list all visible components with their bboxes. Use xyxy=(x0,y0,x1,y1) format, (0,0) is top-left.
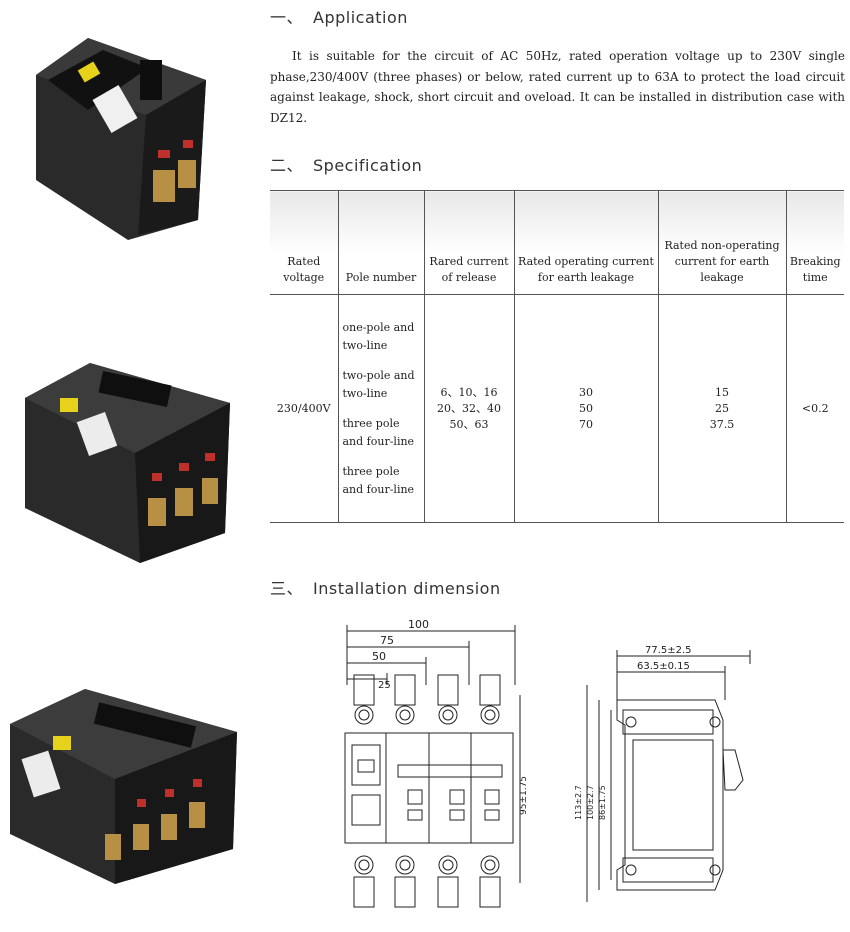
front-view-drawing: 100 75 50 25 95±1.75 xyxy=(344,618,529,908)
cell-breaking-time: <0.2 xyxy=(785,294,844,523)
dim-75: 75 xyxy=(380,634,394,647)
operating-current-value: 70 xyxy=(579,417,593,431)
side-view-drawing: 77.5±2.5 63.5±0.15 113±2.7 100±2.7 86±1.… xyxy=(575,645,751,902)
application-title: Application xyxy=(313,8,408,27)
pole-item: three pole and four-line xyxy=(342,416,415,448)
breaker-photo-2-pole xyxy=(36,38,206,240)
breaker-photo-4-pole xyxy=(10,689,237,884)
current-release-value: 6、10、16 xyxy=(440,385,498,399)
table-row: 230/400V one-pole and two-line two-pole … xyxy=(270,294,844,523)
pole-item: one-pole and two-line xyxy=(342,320,415,352)
cell-poles: one-pole and two-line two-pole and two-l… xyxy=(337,294,425,523)
installation-heading: 三、 Installation dimension xyxy=(270,575,501,599)
dim-25: 25 xyxy=(378,680,391,691)
non-operating-current-value: 25 xyxy=(715,401,729,415)
non-operating-current-value: 37.5 xyxy=(709,417,735,431)
current-release-value: 50、63 xyxy=(449,417,489,431)
installation-number: 三、 xyxy=(270,579,304,598)
specification-heading: 二、 Specification xyxy=(270,152,422,176)
specification-title: Specification xyxy=(313,156,423,175)
pole-item: two-pole and two-line xyxy=(342,368,415,400)
application-heading: 一、 Application xyxy=(270,4,408,28)
installation-title: Installation dimension xyxy=(313,579,501,598)
dim-77-5: 77.5±2.5 xyxy=(645,645,692,656)
current-release-value: 20、32、40 xyxy=(437,401,501,415)
dim-100-side: 100±2.7 xyxy=(586,785,595,820)
operating-current-value: 30 xyxy=(579,385,593,399)
product-photos xyxy=(0,0,250,932)
cell-operating-current: 30 50 70 xyxy=(513,294,659,523)
dim-50: 50 xyxy=(372,650,386,663)
table-header-row: Rated voltage Pole number Rared current … xyxy=(270,190,844,295)
header-current-release: Rared current of release xyxy=(423,190,515,295)
header-breaking-time: Breaking time xyxy=(785,190,844,295)
cell-non-operating-current: 15 25 37.5 xyxy=(657,294,787,523)
breaker-photo-3-pole xyxy=(25,363,230,563)
operating-current-value: 50 xyxy=(579,401,593,415)
header-non-operating-current: Rated non-operating current for earth le… xyxy=(657,190,787,295)
cell-rated-voltage: 230/400V xyxy=(270,294,339,523)
header-pole-number: Pole number xyxy=(337,190,425,295)
specification-table: Rated voltage Pole number Rared current … xyxy=(270,190,844,523)
non-operating-current-value: 15 xyxy=(715,385,729,399)
header-operating-current: Rated operating current for earth leakag… xyxy=(513,190,659,295)
pole-item: three pole and four-line xyxy=(342,464,415,496)
cell-current-release: 6、10、16 20、32、40 50、63 xyxy=(423,294,515,523)
dim-63-5: 63.5±0.15 xyxy=(637,661,690,672)
header-rated-voltage: Rated voltage xyxy=(270,190,339,295)
dim-100: 100 xyxy=(408,618,429,631)
dim-95: 95±1.75 xyxy=(519,776,529,815)
dim-86: 86±1.75 xyxy=(598,785,607,820)
dim-113: 113±2.7 xyxy=(575,785,583,820)
specification-number: 二、 xyxy=(270,156,304,175)
application-paragraph: It is suitable for the circuit of AC 50H… xyxy=(270,49,845,125)
application-number: 一、 xyxy=(270,8,304,27)
